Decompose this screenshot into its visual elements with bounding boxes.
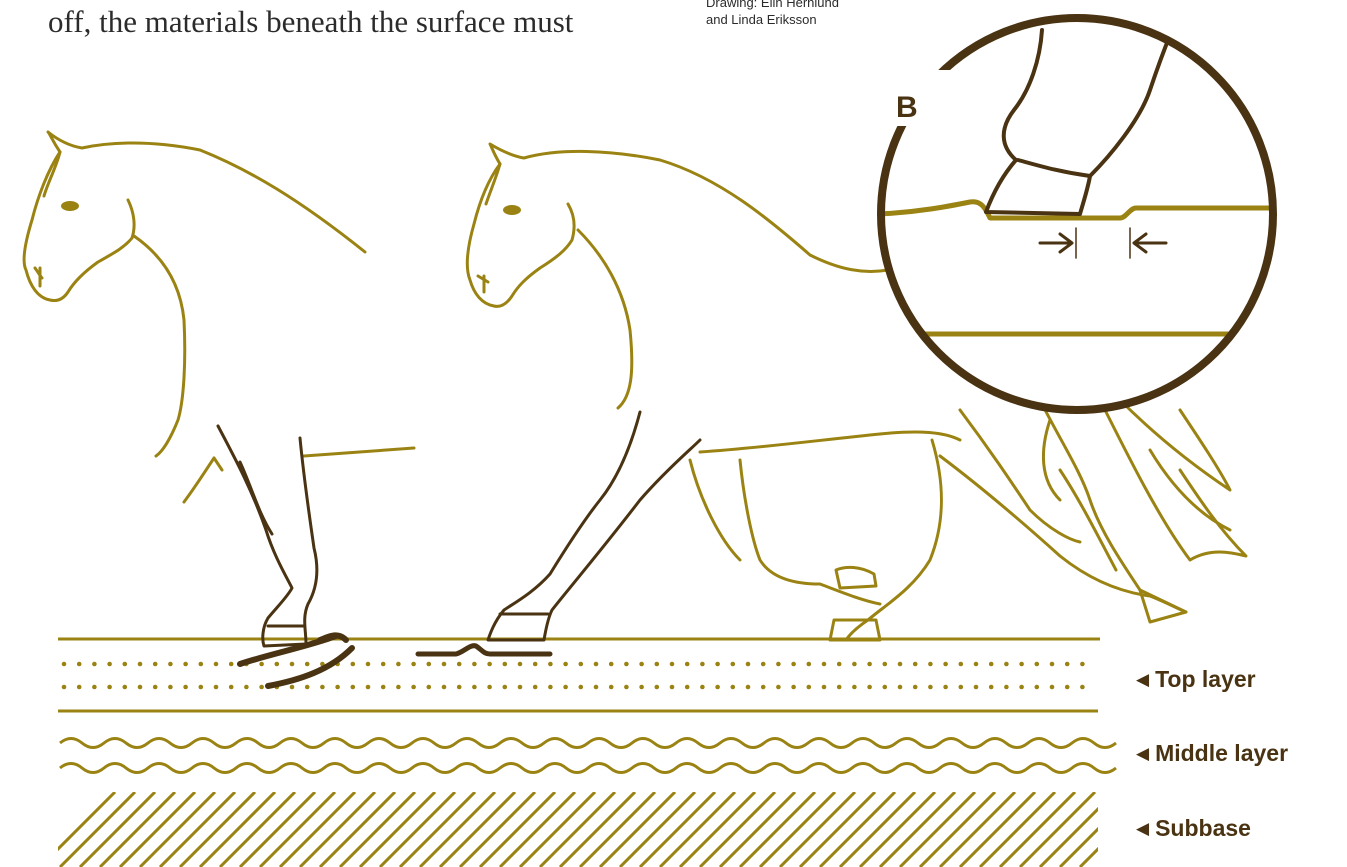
subbase-hatching: [40, 792, 1255, 867]
right-horse-hoof-slide: [418, 646, 550, 654]
right-horse-front-leg: [488, 412, 700, 640]
top-layer-dots: [62, 662, 1085, 690]
layer-label-text: Top layer: [1155, 666, 1256, 692]
middle-layer-wave-2: [60, 764, 1116, 773]
left-horse-eye: [61, 201, 79, 211]
right-horse-eye: [503, 205, 521, 215]
layer-label-text: Middle layer: [1155, 740, 1288, 766]
middle-layer-wave-1: [60, 739, 1116, 748]
layer-label-subbase: ◀ Subbase: [1136, 815, 1251, 842]
layer-label-top: ◀ Top layer: [1136, 666, 1256, 693]
left-horse-hoof-displacement: [240, 635, 352, 686]
ground-layers: [40, 639, 1255, 867]
layer-label-text: Subbase: [1155, 815, 1251, 841]
layer-label-middle: ◀ Middle layer: [1136, 740, 1288, 767]
arrow-left-icon: ◀: [1136, 744, 1149, 763]
arrow-left-icon: ◀: [1136, 819, 1149, 838]
arrow-left-icon: ◀: [1136, 670, 1149, 689]
left-horse-legs: [218, 426, 317, 646]
inset-detail-circle: [880, 18, 1280, 410]
left-horse: [24, 132, 414, 502]
panel-label-b: B: [896, 91, 918, 125]
